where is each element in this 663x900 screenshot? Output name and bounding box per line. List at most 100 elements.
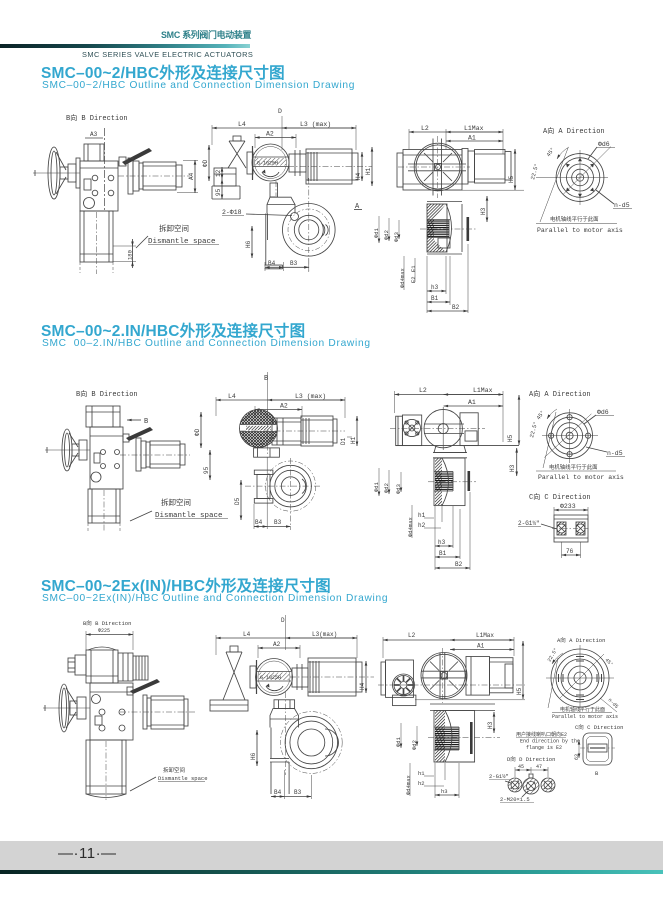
svg-text:拆卸空间: 拆卸空间	[159, 223, 189, 234]
svg-text:A3: A3	[90, 131, 98, 138]
svg-text:A向 A Direction: A向 A Direction	[529, 389, 591, 399]
svg-text:L1Max: L1Max	[464, 125, 484, 132]
svg-text:22.5°: 22.5°	[529, 163, 540, 181]
svg-text:L2: L2	[419, 387, 427, 394]
svg-text:B3: B3	[274, 519, 282, 526]
svg-text:Φd3: Φd3	[395, 484, 402, 494]
svg-text:A向 A Direction: A向 A Direction	[557, 636, 605, 644]
svg-text:Φ233: Φ233	[560, 503, 576, 510]
svg-text:Dismantle space: Dismantle space	[148, 238, 216, 246]
svg-text:H5: H5	[516, 687, 523, 695]
svg-text:76: 76	[566, 548, 574, 555]
svg-text:E2: E2	[410, 276, 417, 283]
svg-text:H1: H1	[365, 167, 372, 175]
svg-text:L2: L2	[408, 632, 416, 639]
svg-text:B: B	[144, 418, 148, 426]
svg-text:Φd3: Φd3	[393, 232, 400, 242]
svg-text:B4: B4	[274, 789, 282, 796]
svg-text:G-1025H: G-1025H	[260, 675, 281, 681]
svg-text:n-d5: n-d5	[614, 202, 630, 209]
svg-text:A向 A Direction: A向 A Direction	[543, 126, 605, 136]
svg-text:A2: A2	[266, 131, 274, 138]
svg-text:H3: H3	[509, 464, 516, 472]
svg-text:拆卸空间: 拆卸空间	[161, 497, 191, 508]
svg-text:95: 95	[215, 188, 222, 196]
svg-text:A1: A1	[468, 399, 476, 406]
svg-text:End direction by the: End direction by the	[520, 739, 580, 745]
svg-text:L4: L4	[243, 631, 251, 638]
svg-text:用户接线喇叭口朝向E2: 用户接线喇叭口朝向E2	[516, 731, 567, 738]
svg-text:Parallel to motor axis: Parallel to motor axis	[537, 227, 623, 234]
svg-text:D: D	[281, 617, 285, 624]
svg-text:C向 C Direction: C向 C Direction	[529, 492, 591, 502]
svg-text:45: 45	[518, 764, 524, 770]
svg-text:45°: 45°	[545, 146, 556, 158]
svg-text:H1: H1	[350, 436, 357, 444]
svg-text:2-G1½": 2-G1½"	[489, 773, 509, 780]
svg-text:H4: H4	[355, 172, 362, 180]
svg-text:n-d5: n-d5	[607, 450, 623, 457]
svg-text:Φd4max: Φd4max	[407, 516, 414, 537]
svg-text:45°: 45°	[535, 409, 546, 421]
svg-text:H6: H6	[245, 240, 252, 248]
svg-text:A2: A2	[280, 403, 288, 410]
svg-text:Φd1: Φd1	[373, 227, 380, 238]
svg-text:ΦD: ΦD	[194, 428, 201, 436]
svg-text:H4: H4	[359, 682, 366, 690]
svg-text:B: B	[595, 770, 599, 777]
svg-text:12: 12	[215, 169, 222, 177]
svg-text:电机轴线平行于此面: 电机轴线平行于此面	[560, 706, 605, 713]
svg-text:D5: D5	[234, 497, 241, 505]
svg-text:h3: h3	[441, 788, 448, 795]
svg-text:Dismantle space: Dismantle space	[155, 512, 223, 520]
svg-text:B2: B2	[452, 304, 460, 311]
svg-text:h1: h1	[418, 512, 426, 519]
svg-text:拆卸空间: 拆卸空间	[163, 766, 185, 774]
svg-text:Φ225: Φ225	[98, 628, 110, 634]
svg-text:L1Max: L1Max	[473, 387, 493, 394]
svg-text:B向 B Direction: B向 B Direction	[83, 619, 131, 627]
svg-text:L4: L4	[228, 393, 236, 400]
svg-text:B3: B3	[290, 260, 298, 267]
svg-text:E1: E1	[410, 265, 417, 272]
svg-text:ΦD: ΦD	[202, 159, 209, 167]
svg-text:Φd6: Φd6	[598, 141, 610, 148]
svg-text:Φd2: Φd2	[383, 230, 390, 240]
svg-text:L2: L2	[421, 125, 429, 132]
svg-text:Φd4max: Φd4max	[399, 267, 406, 288]
svg-text:电机轴线平行于此面: 电机轴线平行于此面	[550, 215, 599, 223]
svg-text:flange is E2: flange is E2	[526, 745, 562, 751]
svg-text:B向 B Direction: B向 B Direction	[76, 389, 138, 399]
svg-text:h3: h3	[431, 284, 439, 291]
svg-text:A1: A1	[477, 643, 485, 650]
svg-text:B4: B4	[268, 260, 276, 267]
svg-text:D向 D Direction: D向 D Direction	[507, 755, 555, 763]
svg-text:A4: A4	[188, 172, 195, 180]
svg-text:Φd2: Φd2	[383, 483, 390, 493]
svg-text:2-M20×1.5: 2-M20×1.5	[500, 796, 530, 803]
svg-text:B4: B4	[255, 519, 263, 526]
svg-text:A1: A1	[468, 135, 476, 142]
svg-text:电机轴线平行于此面: 电机轴线平行于此面	[549, 463, 598, 471]
svg-text:180: 180	[127, 250, 134, 260]
svg-text:Φd2: Φd2	[411, 740, 418, 750]
svg-text:A: A	[355, 203, 360, 211]
svg-text:Parallel to motor axis: Parallel to motor axis	[552, 714, 618, 720]
svg-text:Φd1: Φd1	[373, 481, 380, 492]
svg-text:L3 (max): L3 (max)	[300, 121, 331, 128]
svg-text:B1: B1	[431, 295, 439, 302]
svg-text:h2: h2	[418, 522, 426, 529]
svg-text:45°: 45°	[604, 657, 615, 668]
svg-text:H6: H6	[250, 752, 257, 760]
svg-text:H3: H3	[480, 207, 487, 215]
svg-text:B向 B Direction: B向 B Direction	[66, 113, 128, 123]
svg-text:H3: H3	[487, 721, 494, 729]
svg-text:L3(max): L3(max)	[312, 631, 337, 638]
svg-text:B2: B2	[455, 561, 463, 568]
svg-text:h1: h1	[418, 770, 425, 777]
svg-text:H5: H5	[507, 434, 514, 442]
svg-text:H5: H5	[508, 175, 515, 183]
svg-text:Φd1: Φd1	[395, 736, 402, 747]
svg-text:Φd4max: Φd4max	[405, 774, 412, 795]
svg-text:h3: h3	[438, 539, 446, 546]
